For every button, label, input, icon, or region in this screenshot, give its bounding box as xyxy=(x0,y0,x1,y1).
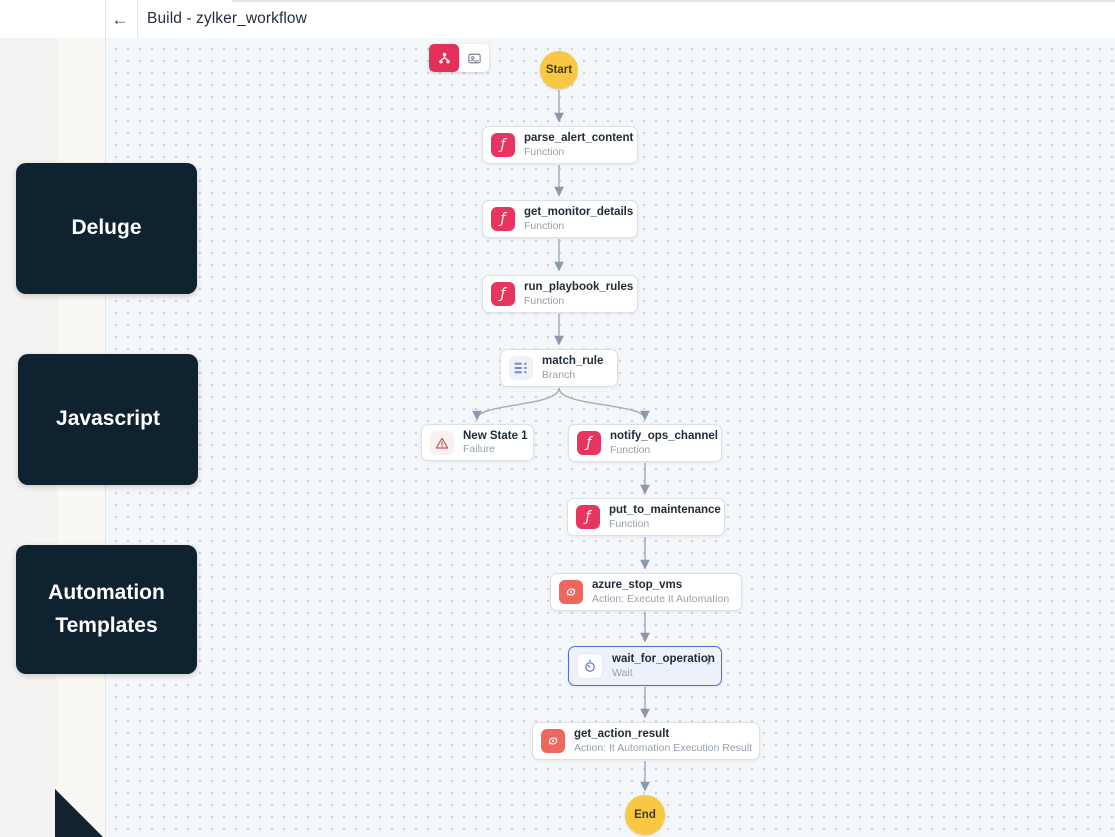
flow-view-icon xyxy=(438,52,450,63)
node-subtitle: Wait xyxy=(612,666,633,679)
node-title: parse_alert_content xyxy=(524,132,634,145)
start-label: Start xyxy=(545,64,573,76)
node-title: notify_ops_channel xyxy=(610,430,718,443)
node-run-playbook-rules[interactable]: ƒ run_playbook_rules Function xyxy=(482,275,638,313)
end-label: End xyxy=(634,809,656,821)
function-icon: ƒ xyxy=(491,282,515,306)
node-subtitle: Function xyxy=(524,145,565,158)
node-subtitle: Function xyxy=(524,219,565,232)
node-subtitle: Branch xyxy=(542,368,576,381)
label-text: Javascript xyxy=(56,407,160,431)
node-title: get_monitor_details xyxy=(524,206,634,219)
node-match-rule[interactable]: match_rule Branch xyxy=(500,349,618,387)
node-subtitle: Failure xyxy=(463,443,496,456)
node-title: get_action_result xyxy=(574,728,670,741)
window-top-edge xyxy=(232,0,1115,2)
node-subtitle: Action: It Automation Execution Result xyxy=(574,741,753,754)
node-title: azure_stop_vms xyxy=(592,579,683,592)
node-notify-ops-channel[interactable]: ƒ notify_ops_channel Function xyxy=(568,424,722,462)
branch-icon xyxy=(509,356,533,380)
node-title: New State 1 xyxy=(463,429,528,442)
warning-icon xyxy=(430,430,454,455)
label-automation-templates: Automation Templates xyxy=(16,545,197,674)
function-icon: ƒ xyxy=(576,505,600,529)
function-icon: ƒ xyxy=(491,133,515,157)
minimap-icon xyxy=(467,53,481,63)
node-title: match_rule xyxy=(542,355,604,368)
node-parse-alert-content[interactable]: ƒ parse_alert_content Function xyxy=(482,126,638,164)
node-put-to-maintenance[interactable]: ƒ put_to_maintenance Function xyxy=(567,498,725,536)
minimap-button[interactable] xyxy=(459,44,489,72)
node-azure-stop-vms[interactable]: azure_stop_vms Action: Execute It Automa… xyxy=(550,573,742,611)
more-options-icon[interactable]: ⋮ xyxy=(703,654,714,666)
automation-icon xyxy=(559,580,583,604)
header-divider xyxy=(137,0,138,38)
node-title: put_to_maintenance xyxy=(609,504,721,517)
end-node[interactable]: End xyxy=(625,795,665,835)
node-title: run_playbook_rules xyxy=(524,281,634,294)
label-text: Automation Templates xyxy=(48,580,165,637)
header-divider xyxy=(105,0,106,38)
node-subtitle: Function xyxy=(524,294,565,307)
node-new-state-1[interactable]: New State 1 Failure xyxy=(421,424,534,461)
node-get-action-result[interactable]: get_action_result Action: It Automation … xyxy=(532,722,760,760)
node-title: wait_for_operation xyxy=(612,653,715,666)
label-deluge: Deluge xyxy=(16,163,197,294)
node-subtitle: Function xyxy=(609,517,650,530)
page-title: Build - zylker_workflow xyxy=(147,10,307,27)
wait-timer-icon xyxy=(577,653,603,679)
canvas-view-toolbar xyxy=(429,44,489,72)
node-wait-for-operation[interactable]: wait_for_operation Wait ⋮ xyxy=(568,646,722,686)
node-subtitle: Function xyxy=(610,443,651,456)
node-subtitle: Action: Execute It Automation xyxy=(592,592,730,605)
automation-icon xyxy=(541,729,565,753)
flow-view-button[interactable] xyxy=(429,44,459,72)
start-node[interactable]: Start xyxy=(540,51,578,89)
label-text: Deluge xyxy=(71,216,142,240)
function-icon: ƒ xyxy=(577,431,601,455)
back-arrow-icon[interactable]: ← xyxy=(111,10,129,29)
node-get-monitor-details[interactable]: ƒ get_monitor_details Function xyxy=(482,200,638,238)
label-javascript: Javascript xyxy=(18,354,198,485)
header-bar: ← Build - zylker_workflow xyxy=(0,0,1115,38)
function-icon: ƒ xyxy=(491,207,515,231)
